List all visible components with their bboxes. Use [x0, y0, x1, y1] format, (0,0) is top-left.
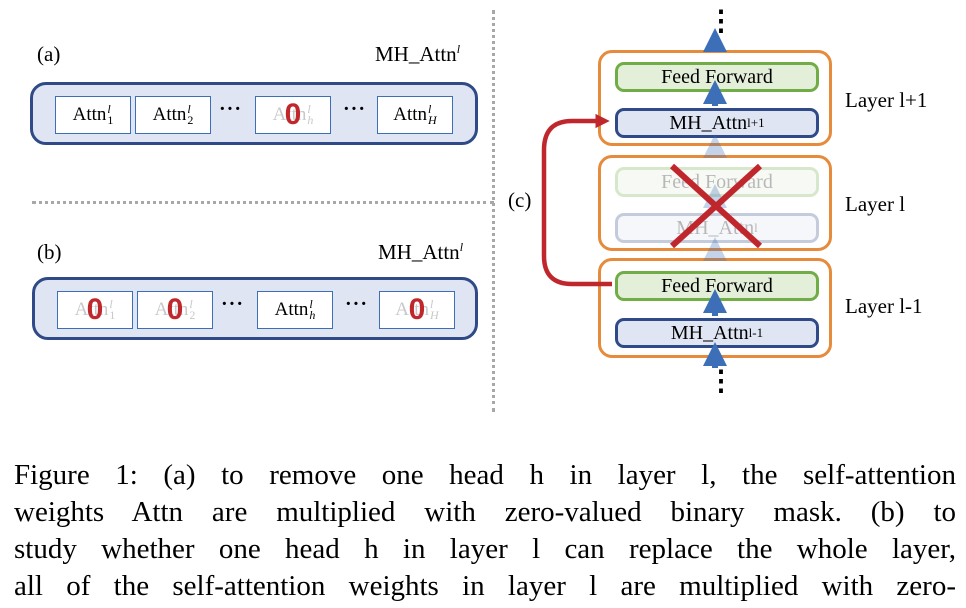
- layer-l-plus-1-label: Layer l+1: [845, 88, 928, 112]
- mh-label: MH_Attn: [670, 321, 749, 344]
- horizontal-separator: [32, 201, 494, 204]
- head-sub: H: [430, 308, 439, 322]
- zero-mask: 0: [284, 98, 302, 131]
- feed-forward-l-minus-1: Feed Forward: [615, 271, 819, 301]
- caption-line-4: all of the self-attention weights in lay…: [14, 570, 956, 602]
- head-sup: l: [189, 297, 193, 311]
- panel-a-title-text: MH_Attn: [375, 42, 457, 66]
- figure-caption: Figure 1: (a) to remove one head h in la…: [14, 457, 956, 605]
- head-label: Attn: [274, 299, 309, 320]
- vdots-bottom: ⋮: [707, 366, 735, 397]
- panel-b-title-text: MH_Attn: [378, 240, 460, 264]
- head-label: Attn: [152, 104, 187, 125]
- vertical-separator: [492, 10, 495, 412]
- head-sub: h: [307, 113, 314, 127]
- caption-line-1: Figure 1: (a) to remove one head h in la…: [14, 459, 956, 491]
- caption-line-3: study whether one head h in layer l can …: [14, 533, 956, 565]
- zero-mask: 0: [86, 293, 104, 326]
- head-label: Attn: [393, 104, 428, 125]
- head-label: Attn: [154, 299, 189, 320]
- head-sub: 1: [107, 113, 114, 127]
- head-sub: h: [309, 308, 316, 322]
- mh-label: MH_Attn: [669, 111, 748, 134]
- layer-l-minus-1-label: Layer l-1: [845, 294, 923, 318]
- zero-mask: 0: [408, 293, 426, 326]
- head-sup: l: [307, 102, 311, 116]
- head-sup: l: [107, 102, 111, 116]
- head-sub: 2: [187, 113, 194, 127]
- mh-sup: l: [754, 220, 758, 235]
- panel-a-ellipsis-2: ···: [343, 98, 367, 120]
- head-sup: l: [109, 297, 113, 311]
- head-label: Attn: [272, 104, 307, 125]
- head-sub: H: [428, 113, 437, 127]
- feed-forward-l: Feed Forward: [615, 167, 819, 197]
- panel-a-label: (a): [37, 42, 61, 66]
- head-sup: l: [430, 297, 434, 311]
- panel-b-ellipsis-2: ···: [345, 293, 369, 315]
- panel-a-title-sup: l: [456, 42, 461, 56]
- mh-label: MH_Attn: [676, 216, 755, 239]
- feed-forward-l-plus-1: Feed Forward: [615, 62, 819, 92]
- caption-line-2: weights Attn are multiplied with zero-va…: [14, 494, 956, 531]
- vdots-top: ⋮: [707, 6, 735, 37]
- caption-line-2-start: weights Attn: [14, 496, 184, 528]
- panel-b-label: (b): [37, 240, 62, 264]
- caption-line-2-rest: are multiplied with zero-valued binary m…: [183, 496, 956, 528]
- head-sup: l: [187, 102, 191, 116]
- head-label: Attn: [72, 104, 107, 125]
- zero-mask: 0: [166, 293, 184, 326]
- head-sub: 2: [189, 308, 196, 322]
- panel-b-title: MH_Attnl: [378, 240, 463, 265]
- head-sup: l: [428, 102, 432, 116]
- mh-sup: l+1: [747, 115, 765, 130]
- head-label: Attn: [395, 299, 430, 320]
- layer-l-label: Layer l: [845, 192, 906, 216]
- panel-a-ellipsis-1: ···: [219, 98, 243, 120]
- panel-b-ellipsis-1: ···: [221, 293, 245, 315]
- panel-c-label: (c): [508, 188, 532, 212]
- mh-sup: l-1: [748, 325, 764, 340]
- panel-b-title-sup: l: [459, 240, 464, 254]
- head-label: Attn: [74, 299, 109, 320]
- head-sup: l: [309, 297, 313, 311]
- head-sub: 1: [109, 308, 116, 322]
- panel-a-title: MH_Attnl: [375, 42, 460, 67]
